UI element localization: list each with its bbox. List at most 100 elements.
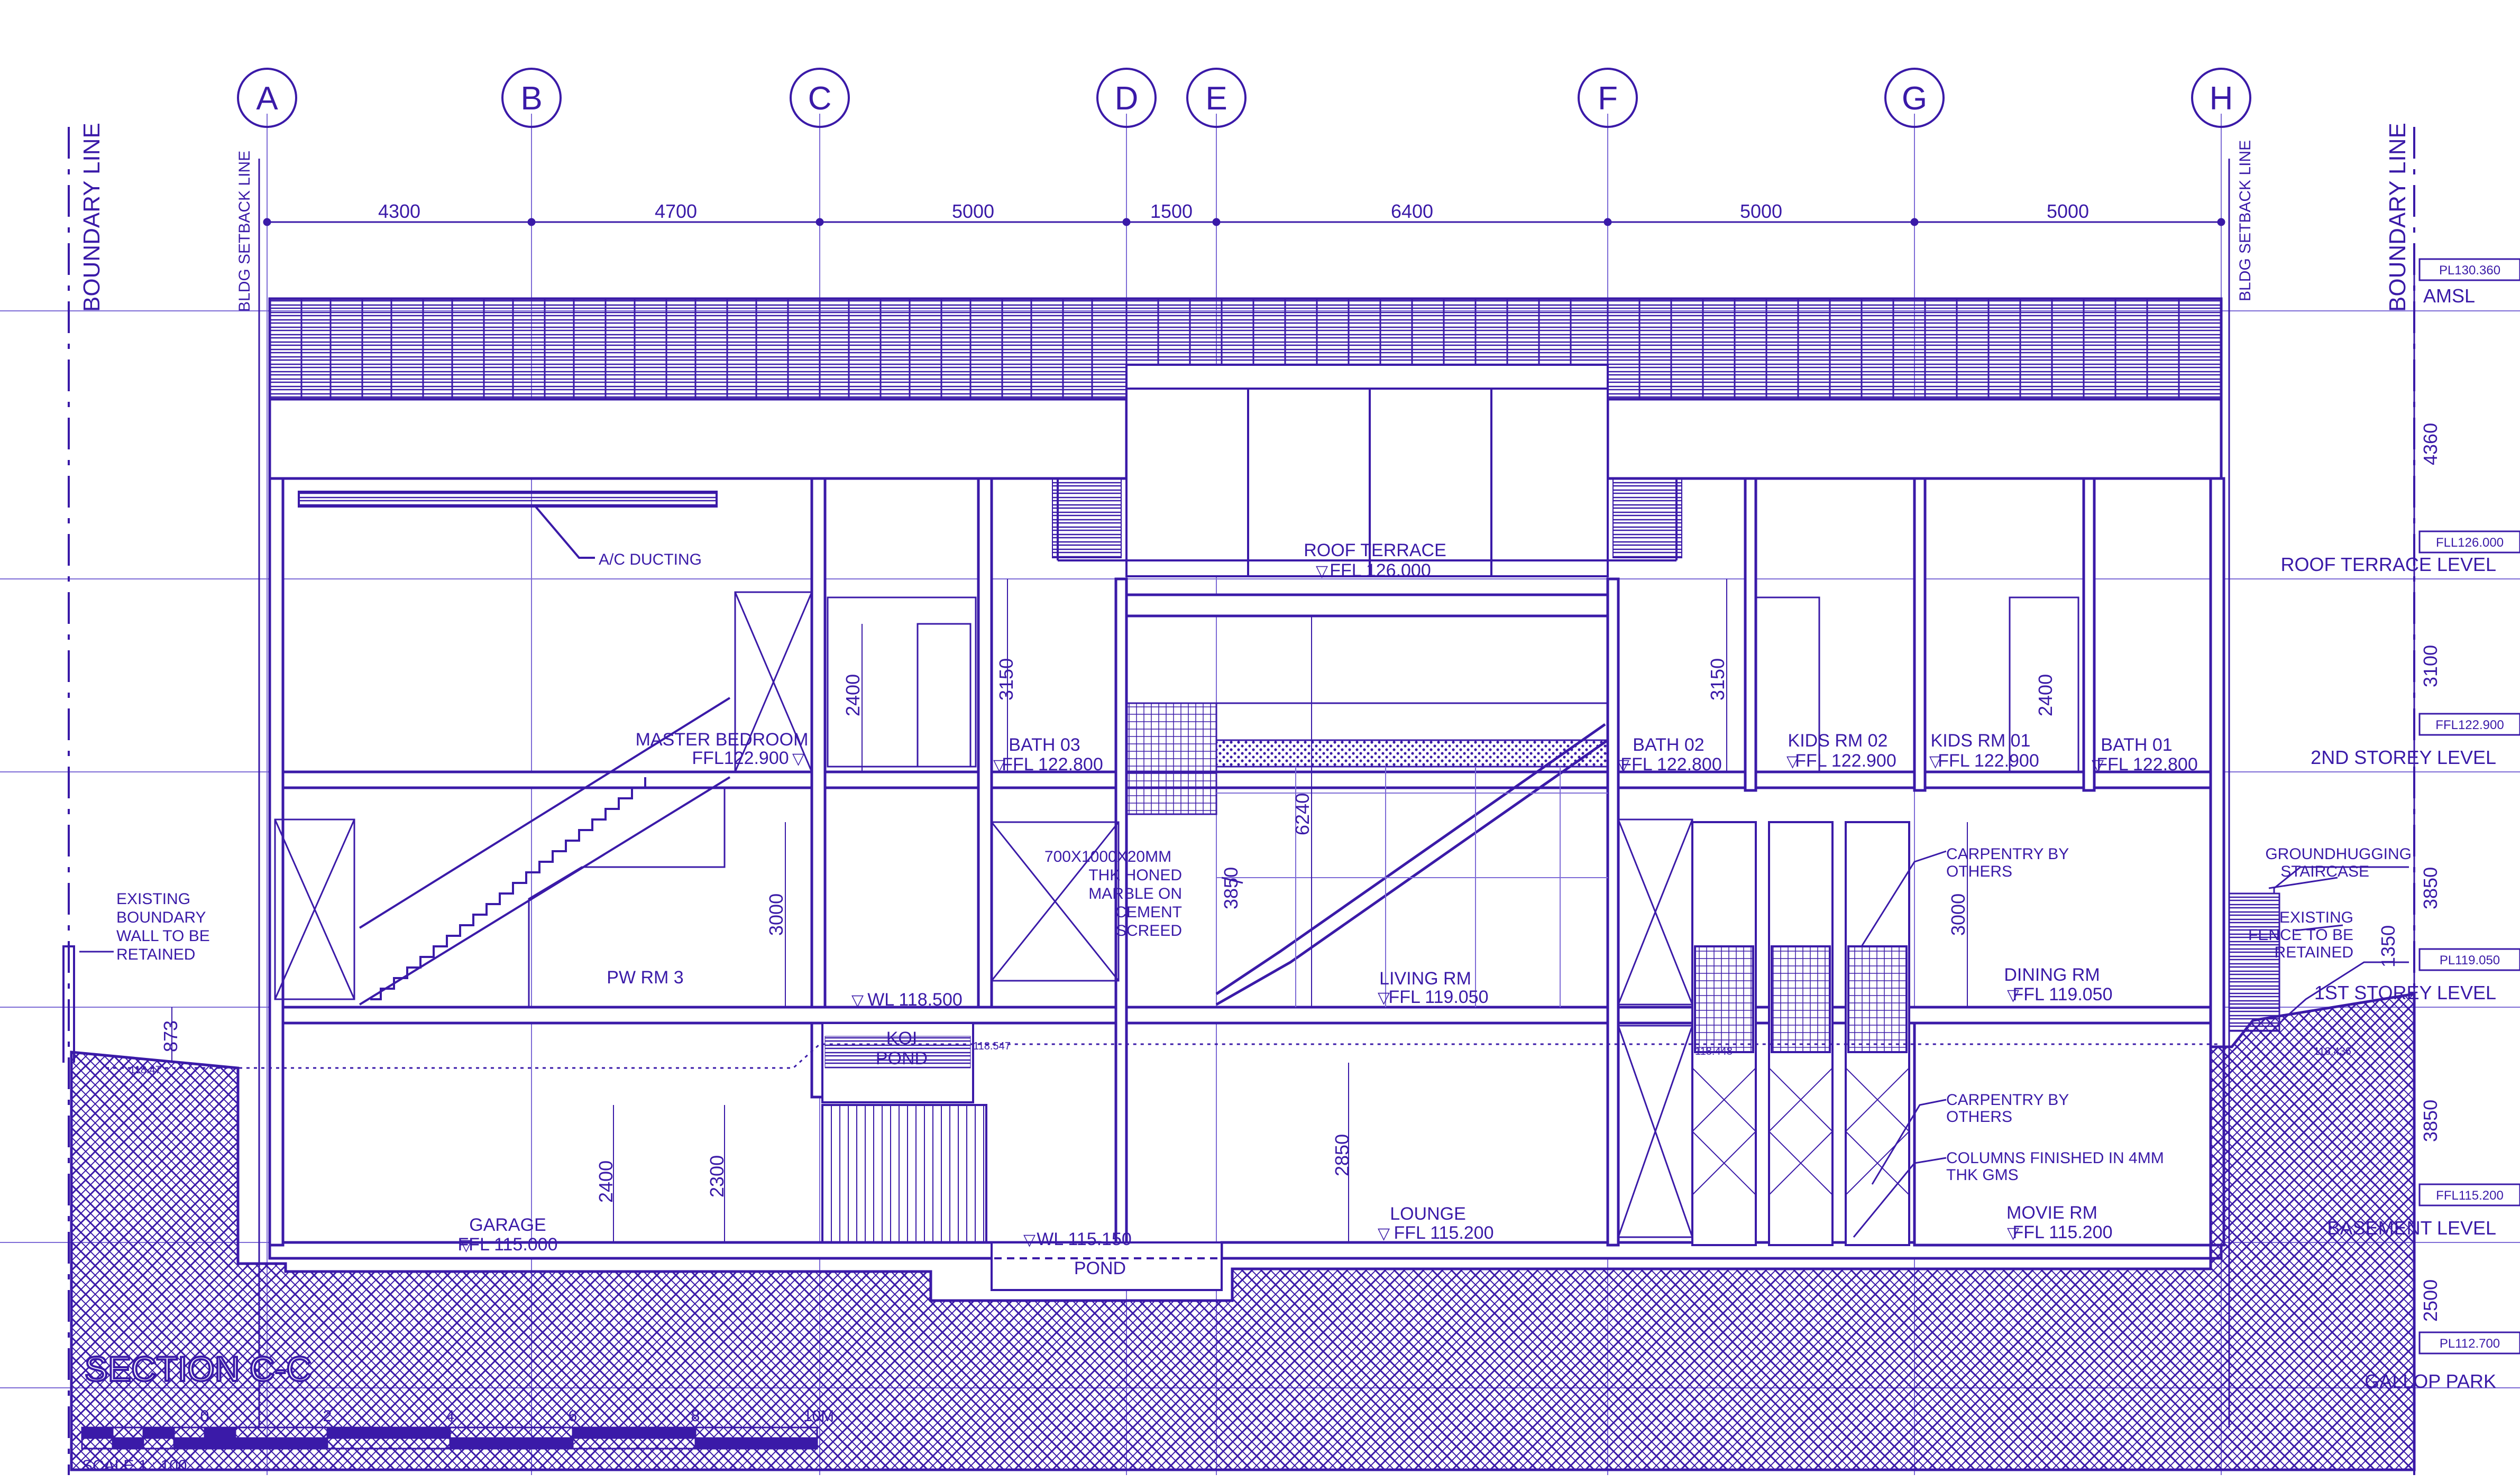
grid-label-h: H — [2210, 80, 2233, 117]
dim-fg: 5000 — [1740, 200, 1782, 222]
note-fence-1: EXISTING — [2279, 909, 2353, 926]
koi-pond — [821, 1022, 987, 1243]
level-box-pl112: PL112.700 — [2440, 1337, 2500, 1351]
dim-6240-void: 6240 — [1291, 793, 1313, 835]
level-mark-koi: ▽ — [851, 992, 864, 1009]
dim-2400-kids: 2400 — [2035, 674, 2056, 716]
grid-label-c: C — [808, 80, 832, 117]
level-mark-movie: ▽ — [2007, 1224, 2019, 1242]
dim-2850-lounge: 2850 — [1331, 1134, 1353, 1176]
room-dining-ffl: FFL 119.050 — [2012, 984, 2112, 1005]
dim-bc: 4700 — [655, 200, 697, 222]
master-staircase — [359, 697, 731, 1007]
level-2nd-storey: 2ND STOREY LEVEL — [2311, 747, 2496, 768]
spot-level-4: 118.436 — [2314, 1046, 2351, 1057]
leader-lines — [79, 850, 2343, 1238]
note-marble-4: CEMENT — [1115, 904, 1182, 921]
boundary-line-right: BOUNDARY LINE — [2385, 123, 2411, 312]
note-ac-ducting: A/C DUCTING — [599, 551, 702, 568]
room-bath01: BATH 01 — [2101, 735, 2172, 755]
note-marble-5: SCREED — [1116, 922, 1182, 939]
dim-3000-dining: 3000 — [1947, 894, 1969, 936]
room-bath02: BATH 02 — [1633, 735, 1704, 755]
note-carpentry1-2: OTHERS — [1946, 863, 2012, 880]
spot-level-3: 118.448 — [1695, 1046, 1733, 1057]
setback-line-left: BLDG SETBACK LINE — [236, 151, 253, 312]
room-roof-terrace: ROOF TERRACE — [1304, 540, 1446, 560]
living-feature — [1125, 702, 1609, 1007]
dim-2300-garage: 2300 — [706, 1155, 728, 1198]
room-kids02: KIDS RM 02 — [1788, 731, 1888, 751]
note-columns-2: THK GMS — [1946, 1166, 2019, 1184]
room-roof-terrace-ffl: FFL 126.000 — [1330, 560, 1431, 581]
grid-label-g: G — [1902, 80, 1927, 117]
level-mark-garage: ▽ — [460, 1237, 472, 1254]
interior-dim-lines — [171, 579, 1968, 1242]
room-bath02-ffl: FFL 122.800 — [1620, 754, 1722, 775]
level-amsl: AMSL — [2423, 285, 2475, 307]
level-mark-bath02: ▽ — [1617, 757, 1629, 774]
grid-label-f: F — [1598, 80, 1618, 117]
room-movie: MOVIE RM — [2006, 1203, 2097, 1223]
scale-tick-6: 6 — [569, 1407, 578, 1425]
grid-label-b: B — [520, 80, 542, 117]
note-existing-wall-2: BOUNDARY — [116, 909, 206, 926]
scale-tick-4: 4 — [446, 1407, 455, 1425]
room-koi-pond: POND — [876, 1048, 928, 1069]
room-kids01: KIDS RM 01 — [1931, 731, 2031, 751]
dim-3000-master: 3000 — [765, 894, 787, 936]
level-mark-pond: ▽ — [1023, 1231, 1036, 1249]
level-gallop-park: GALLOP PARK — [2365, 1370, 2496, 1392]
scale-tick-8: 8 — [691, 1407, 700, 1425]
note-existing-wall-3: WALL TO BE — [116, 927, 210, 945]
note-carpentry1-1: CARPENTRY BY — [1946, 845, 2069, 863]
note-carpentry2-2: OTHERS — [1946, 1108, 2012, 1126]
level-mark-roof: ▽ — [1316, 563, 1328, 580]
grid-label-e: E — [1205, 80, 1227, 117]
level-mark-lounge: ▽ — [1378, 1225, 1390, 1242]
scale-bar — [81, 1426, 818, 1450]
room-lounge: LOUNGE — [1390, 1204, 1466, 1224]
spot-level-2: 118.547 — [973, 1040, 1011, 1052]
note-carpentry2-1: CARPENTRY BY — [1946, 1091, 2069, 1109]
right-dim-1350: 1350 — [2377, 925, 2399, 968]
room-dining: DINING RM — [2004, 965, 2100, 985]
room-lounge-ffl: FFL 115.200 — [1394, 1223, 1493, 1243]
boundary-line-left: BOUNDARY LINE — [79, 123, 105, 312]
room-living: LIVING RM — [1379, 969, 1471, 989]
level-mark-kids02: ▽ — [1786, 753, 1799, 770]
level-mark-bath01: ▽ — [2092, 757, 2104, 774]
drawing-title: SECTION C-C — [85, 1349, 311, 1388]
dim-2400-garage: 2400 — [595, 1160, 617, 1203]
room-bath01-ffl: FFL 122.800 — [2096, 754, 2198, 775]
right-dim-2500: 2500 — [2420, 1279, 2441, 1322]
level-1st-storey: 1ST STOREY LEVEL — [2314, 982, 2496, 1003]
dim-3150-bath02: 3150 — [1707, 658, 1728, 701]
room-master-bedroom: MASTER BEDROOM — [636, 730, 809, 750]
room-koi: KOI — [886, 1028, 918, 1048]
note-fence-2: FENCE TO BE — [2248, 926, 2353, 944]
note-existing-wall-1: EXISTING — [116, 890, 190, 908]
dim-ef: 6400 — [1391, 200, 1433, 222]
grid-bubbles — [237, 68, 2251, 128]
right-dim-4360: 4360 — [2420, 423, 2441, 465]
note-fence-3: RETAINED — [2275, 944, 2353, 961]
setback-line-right: BLDG SETBACK LINE — [2237, 140, 2254, 301]
level-box-ffl122: FFL122.900 — [2435, 718, 2504, 732]
scale-tick-0: 0 — [200, 1407, 209, 1425]
room-garage-ffl: FFL 115.000 — [457, 1235, 557, 1255]
level-basement: BASEMENT LEVEL — [2327, 1217, 2496, 1239]
basement-pond — [991, 1241, 1223, 1291]
note-groundhugging-2: STAIRCASE — [2280, 863, 2369, 880]
level-mark-bath03: ▽ — [993, 757, 1005, 774]
top-dimension-line — [263, 218, 2225, 226]
scale-text: SCALE 1 : 100 — [82, 1457, 187, 1475]
room-pond-wl: WL 115.150 — [1037, 1229, 1132, 1249]
level-boxes — [2418, 258, 2520, 1355]
dim-873: 873 — [160, 1020, 181, 1052]
groundhugging-staircase — [2228, 866, 2409, 1032]
room-kids02-ffl: FFL 122.900 — [1795, 751, 1896, 771]
dim-3850-living: 3850 — [1220, 867, 1242, 909]
room-garage: GARAGE — [469, 1215, 546, 1235]
